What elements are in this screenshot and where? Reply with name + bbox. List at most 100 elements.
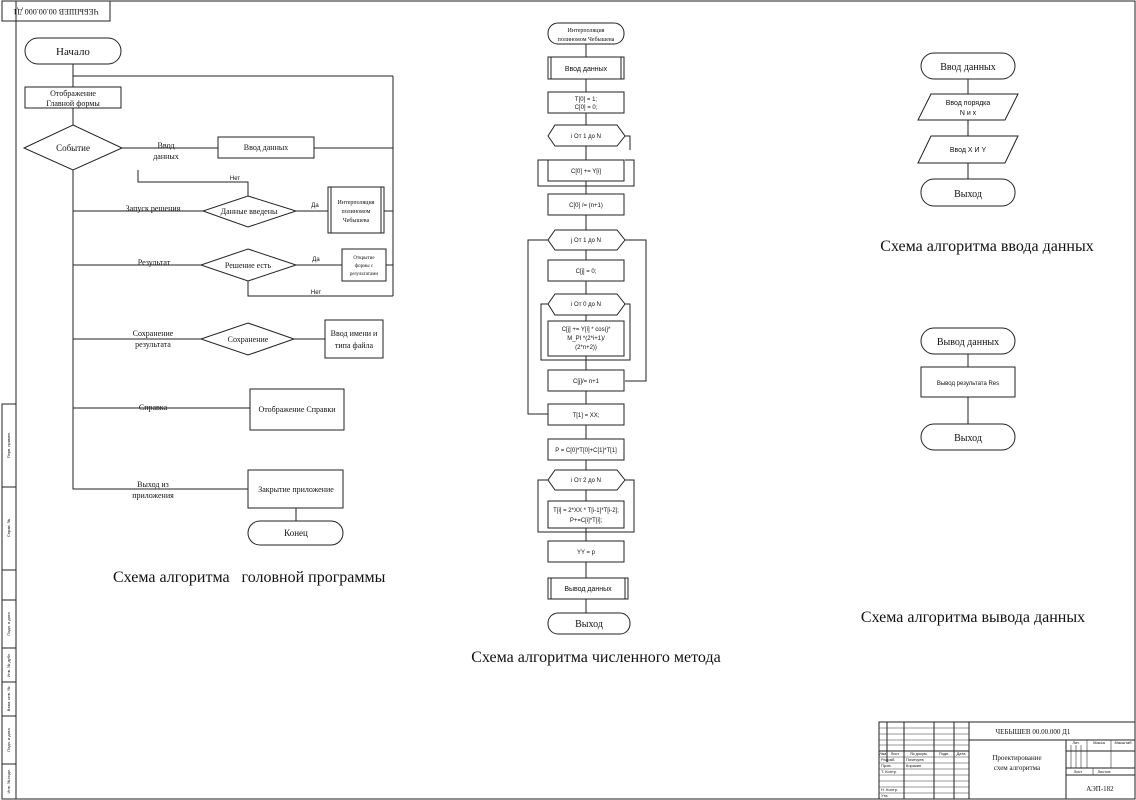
title-header-cell: Лист: [891, 751, 900, 756]
input-exit-label: Выход: [954, 189, 982, 200]
display-main-form-line1: Отображение: [50, 89, 96, 98]
data-entry-label-line2: данных: [153, 152, 179, 161]
xy-input-label: Ввод Х И Y: [950, 147, 987, 154]
title-header-cell: Подп.: [939, 751, 950, 756]
title-designation: ЧЕБЫШЕВ 00.00.000 Д1: [996, 728, 1071, 736]
display-main-form-line2: Главной формы: [46, 99, 100, 108]
exit-label-line2: приложения: [132, 491, 174, 500]
title-sheet-cell: Лист: [1074, 769, 1083, 774]
output-algorithm-flowchart: Вывод данных Вывод результата Res Выход …: [861, 327, 1085, 626]
open-result-form-step: [341, 248, 387, 282]
numeric-method-caption: Схема алгоритма численного метода: [471, 649, 720, 666]
input-algorithm-caption: Схема алгоритма ввода данных: [880, 238, 1093, 255]
help-label: Справка: [139, 403, 168, 412]
show-help-label: Отображение Справки: [259, 405, 337, 414]
loop-i1-label: i От 1 до N: [571, 134, 601, 140]
title-sheet-cell: Листов: [1098, 769, 1111, 774]
side-stamp-cell: Перв. примен.: [6, 432, 11, 459]
save-result-label-line2: результата: [135, 340, 171, 349]
open-result-form-line2: формы с: [355, 264, 374, 269]
data-entry-box-label: Ввод данных: [244, 143, 288, 152]
title-doc-line2: схем алгоритма: [994, 764, 1041, 772]
loop-i1-hexagon: [547, 124, 626, 147]
method-title-line1: Интерполяция: [568, 28, 605, 34]
show-help-box: [249, 388, 345, 431]
no-label-2: Нет: [311, 290, 321, 296]
side-stamp-cell: Справ. №: [6, 519, 11, 537]
data-entry-box: [217, 136, 315, 159]
title-header-cell: Дата: [957, 751, 967, 756]
step-p-box: [547, 438, 625, 461]
input-start-terminator: [920, 52, 1016, 80]
method-input-label: Ввод данных: [565, 66, 608, 73]
interpolation-line1: Интерполяция: [338, 200, 375, 206]
open-result-form-line3: результатами: [350, 272, 378, 277]
enter-file-name-line1: Ввод имени и: [331, 329, 378, 338]
title-role: Разраб.: [881, 757, 895, 762]
step-ti-line1: T[i] = 2*XX * T[i-1]*T[i-2];: [553, 508, 619, 514]
loop-i0-hexagon: [547, 293, 626, 316]
title-checker: Коракин: [906, 763, 921, 768]
end-terminator: [247, 520, 344, 546]
output-result-label: Вывод результата Res: [937, 381, 999, 387]
input-exit-terminator: [920, 178, 1016, 207]
title-header-cell: № докум.: [910, 751, 928, 756]
order-input-parallelogram: [917, 93, 1019, 121]
open-result-form-line1: Открытие: [353, 256, 375, 261]
step-cj-div-label: C[j]/= n+1: [573, 379, 600, 385]
step-c0-div-label: C[0] /= (n+1): [569, 203, 603, 209]
event-decision: [22, 124, 124, 171]
title-role: Т. Контр.: [881, 769, 897, 774]
xy-input-parallelogram: [917, 135, 1019, 164]
main-program-flowchart: Начало Отображение Главной формы Событие…: [22, 37, 394, 586]
side-stamp-cell: Инв. № дубл.: [6, 653, 11, 678]
output-exit-terminator: [920, 423, 1016, 451]
data-entered-label: Данные введены: [221, 207, 278, 216]
run-solution-label: Запуск решения: [126, 204, 181, 213]
display-main-form-box: [24, 86, 122, 109]
interpolation-line3: Чебышева: [343, 217, 370, 224]
step-c0-div-box: [547, 193, 625, 216]
method-exit-terminator: [547, 612, 631, 635]
title-role: Утв.: [881, 793, 889, 798]
title-developer: Почечуев: [906, 757, 924, 762]
main-program-caption: Схема алгоритма головной программы: [113, 569, 386, 586]
step-t1-box: [547, 403, 625, 426]
output-algorithm-caption: Схема алгоритма вывода данных: [861, 609, 1085, 626]
start-label: Начало: [56, 46, 90, 58]
output-exit-label: Выход: [954, 433, 982, 444]
saving-decision: [199, 322, 296, 356]
method-input-box: [547, 56, 625, 80]
title-doc-line1: Проектирование: [992, 754, 1041, 762]
input-start-label: Ввод данных: [940, 62, 996, 73]
title-stage-cell: Масса: [1093, 740, 1106, 745]
data-entered-decision: [201, 195, 298, 228]
title-role: Н. Контр.: [881, 787, 898, 792]
output-start-terminator: [920, 327, 1016, 355]
side-stamp-cell: Взам. инв. №: [6, 687, 11, 712]
side-stamp-cell: Инв. № подл.: [6, 769, 11, 794]
exit-label-line1: Выход из: [137, 480, 169, 489]
solution-exists-decision: [199, 248, 298, 282]
step-cj0-label: C[j] = 0;: [576, 269, 597, 275]
start-terminator: [24, 37, 122, 65]
save-result-label-line1: Сохранение: [133, 329, 174, 338]
output-start-label: Вывод данных: [937, 337, 999, 348]
loop-i2-hexagon: [547, 469, 626, 491]
step-cj0-box: [547, 259, 625, 282]
method-output-label: Вывод данных: [564, 586, 612, 593]
title-block: ЧЕБЫШЕВ 00.00.000 Д1 Проектирование схем…: [878, 721, 1136, 800]
step-ti-line2: P+=C[i]*T[i];: [570, 518, 603, 524]
yes-label-1: Да: [311, 203, 319, 209]
title-stage-cell: Масштаб: [1114, 740, 1132, 745]
enter-file-name-line2: типа файла: [335, 341, 374, 350]
title-group: АЭП-182: [1086, 785, 1114, 793]
step-init-line1: T[0] = 1;: [575, 97, 598, 103]
step-cj-sum-line2: M_PI *(2*i+1)/: [567, 336, 605, 342]
order-input-line1: Ввод порядка: [946, 100, 991, 107]
input-algorithm-flowchart: Ввод данных Ввод порядка N и х Ввод Х И …: [880, 52, 1094, 255]
title-header-cell: Изм.: [879, 751, 888, 756]
step-cj-sum-line3: (2*n+2)): [575, 345, 597, 351]
